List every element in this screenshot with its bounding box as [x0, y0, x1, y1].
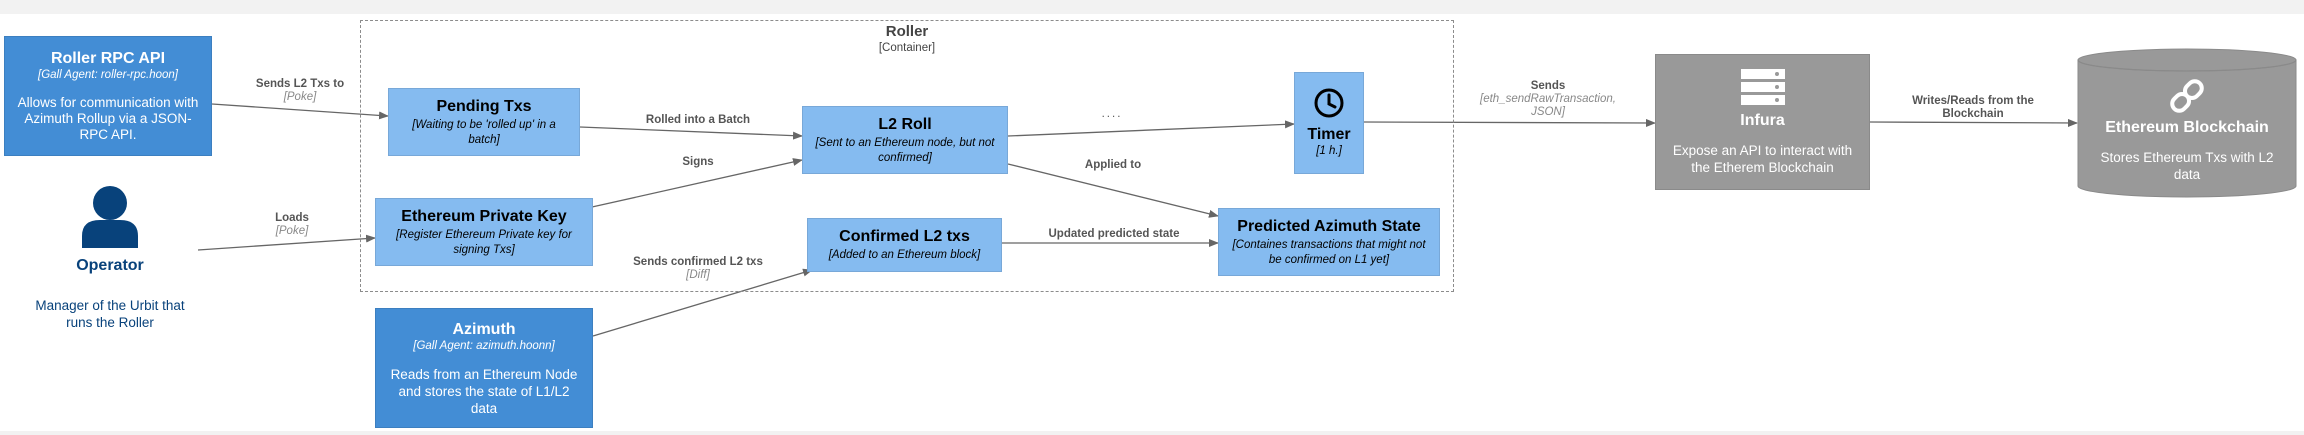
node-ethereum-blockchain[interactable]: Ethereum Blockchain Stores Ethereum Txs …	[2077, 48, 2297, 198]
node-ethereum-private-key[interactable]: Ethereum Private Key [Register Ethereum …	[375, 198, 593, 266]
edge-rpc-to-pending	[211, 103, 389, 120]
node-desc: Expose an API to interact with the Ether…	[1672, 142, 1853, 175]
node-azimuth[interactable]: Azimuth [Gall Agent: azimuth.hoonn] Read…	[375, 308, 593, 428]
boundary-type: [Container]	[878, 42, 936, 54]
node-tech: [Register Ethereum Private key for signi…	[396, 228, 572, 256]
node-desc: Allows for communication with Azimuth Ro…	[17, 95, 199, 142]
node-confirmed-l2-txs[interactable]: Confirmed L2 txs [Added to an Ethereum b…	[807, 218, 1002, 272]
node-desc: Reads from an Ethereum Node and stores t…	[390, 366, 578, 416]
node-tech: [Sent to an Ethereum node, but not confi…	[815, 136, 995, 164]
database-cylinder-shape	[2077, 48, 2297, 198]
node-pending-txs[interactable]: Pending Txs [Waiting to be 'rolled up' i…	[388, 88, 580, 156]
node-tech: [Gall Agent: azimuth.hoonn]	[413, 339, 555, 352]
edge-pending-to-l2roll	[579, 126, 803, 140]
edge-l2roll-to-predicted	[1007, 163, 1219, 218]
edge-operator-to-key	[197, 234, 376, 251]
top-margin-bar	[0, 0, 2304, 14]
node-title: Azimuth	[452, 320, 516, 338]
node-desc: Stores Ethereum Txs with L2 data	[2100, 150, 2274, 182]
node-title: Pending Txs	[436, 97, 532, 115]
database-text: Ethereum Blockchain Stores Ethereum Txs …	[2077, 118, 2297, 183]
chain-link-icon	[2170, 79, 2204, 113]
edge-label-azimuth-to-confirmed: Sends confirmed L2 txs [Diff]	[633, 256, 763, 281]
edge-timer-to-infura	[1363, 118, 1656, 127]
node-desc: Manager of the Urbit that runs the Rolle…	[35, 298, 185, 330]
edge-label-infura-to-blockchain: Writes/Reads from the Blockchain	[1912, 95, 2034, 120]
server-icon	[1740, 68, 1785, 105]
clock-icon	[1314, 88, 1344, 118]
node-title: Ethereum Blockchain	[2105, 119, 2269, 136]
edge-label-pending-to-l2roll: Rolled into a Batch	[645, 114, 751, 126]
person-icon	[82, 186, 138, 248]
node-tech: [Gall Agent: roller-rpc.hoon]	[38, 69, 178, 81]
edge-label-operator-to-key: Loads [Poke]	[275, 212, 309, 237]
node-l2-roll[interactable]: L2 Roll [Sent to an Ethereum node, but n…	[802, 106, 1008, 174]
node-title: Infura	[1740, 111, 1785, 129]
edge-label-key-to-l2roll: Signs	[682, 156, 714, 168]
node-title: L2 Roll	[878, 115, 932, 133]
bottom-margin-bar	[0, 431, 2304, 435]
node-title: Operator	[76, 257, 144, 274]
roller-container-boundary: Roller [Container]	[360, 20, 1454, 292]
edge-label-l2roll-to-predicted: Applied to	[1084, 159, 1142, 171]
edge-label-timer-to-infura: Sends [eth_sendRawTransaction, JSON]	[1480, 80, 1616, 118]
node-timer[interactable]: Timer [1 h.]	[1294, 72, 1364, 174]
node-tech: [Containes transactions that might not b…	[1232, 238, 1426, 266]
boundary-title: Roller	[885, 23, 929, 40]
node-tech: [Waiting to be 'rolled up' in a batch]	[412, 118, 556, 146]
node-title: Roller RPC API	[50, 50, 166, 67]
edge-azimuth-to-confirmed	[592, 268, 813, 337]
node-title: Predicted Azimuth State	[1237, 217, 1421, 235]
node-tech: [Added to an Ethereum block]	[828, 249, 981, 261]
node-title: Confirmed L2 txs	[839, 228, 970, 245]
node-roller-rpc-api[interactable]: Roller RPC API [Gall Agent: roller-rpc.h…	[4, 36, 212, 156]
node-title: Ethereum Private Key	[401, 207, 567, 225]
node-tech: [1 h.]	[1316, 145, 1342, 157]
edge-label-l2roll-to-timer: ....	[1101, 108, 1123, 120]
node-title: Timer	[1307, 126, 1351, 143]
edge-l2roll-to-timer	[1007, 120, 1295, 137]
edge-key-to-l2roll	[591, 158, 803, 208]
edge-label-confirmed-to-predicted: Updated predicted state	[1048, 228, 1180, 240]
node-infura[interactable]: Infura Expose an API to interact with th…	[1655, 54, 1870, 190]
node-predicted-azimuth-state[interactable]: Predicted Azimuth State [Containes trans…	[1218, 208, 1440, 276]
node-operator[interactable]: Operator Manager of the Urbit that runs …	[0, 186, 220, 331]
edge-label-rpc-to-pending: Sends L2 Txs to [Poke]	[255, 78, 345, 103]
edge-infura-to-blockchain	[1869, 118, 2078, 127]
